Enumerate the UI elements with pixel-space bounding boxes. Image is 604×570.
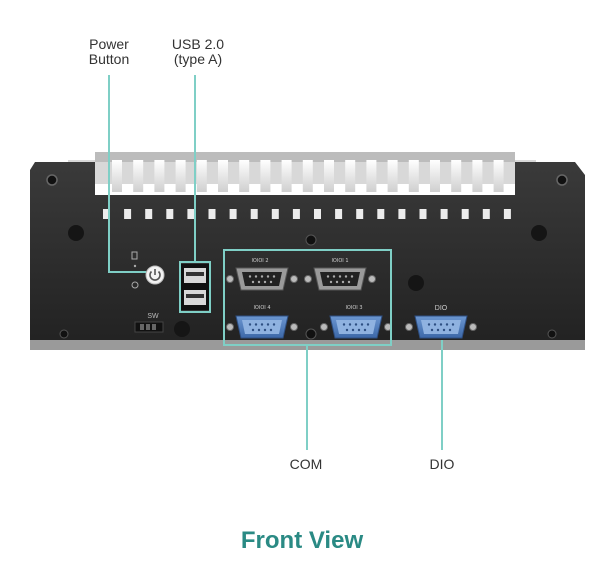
heatsink-fin: [281, 160, 292, 192]
heatsink-fin: [112, 160, 122, 192]
screw-right-mid: [531, 225, 547, 241]
vent-slot: [377, 209, 385, 219]
vent-slot: [356, 209, 364, 219]
page-caption: Front View: [240, 527, 364, 554]
vent-slot: [166, 209, 174, 219]
callout-power: [108, 75, 146, 273]
sw-label: SW: [147, 313, 159, 320]
vent-slot: [187, 209, 195, 219]
usb-ports[interactable]: [179, 262, 211, 312]
front-panel-diagram: SW IOIOI 2 IOIOI 1 IOIOI 4 IOIOI 3 DIO: [30, 75, 585, 450]
sw-switch[interactable]: [134, 321, 164, 333]
gray-db9-connectors: [226, 267, 376, 291]
heatsink-fins: [112, 160, 504, 192]
screw-bottom-left: [59, 329, 69, 339]
chassis-body: [30, 162, 585, 345]
power-button[interactable]: [145, 265, 165, 285]
heatsink-fin: [175, 160, 186, 192]
screw-bottom-right: [547, 329, 557, 339]
vent-slot: [250, 209, 258, 219]
vent-slot: [292, 209, 300, 219]
com-ports[interactable]: IOIOI 2 IOIOI 1 IOIOI 4 IOIOI 3: [251, 258, 362, 311]
screw-top-left: [46, 174, 58, 186]
power-button-label-line1: Power: [89, 36, 129, 52]
db9-connector-blue[interactable]: [405, 315, 477, 339]
heatsink-fin: [324, 160, 334, 192]
vent-slot: [124, 209, 132, 219]
db9-connector-blue[interactable]: [320, 315, 392, 339]
vent-slot: [482, 209, 490, 219]
vent-slot: [103, 209, 110, 219]
chassis-screws: [46, 174, 568, 340]
screw-panel-top: [305, 234, 317, 246]
screw-antenna: [408, 275, 424, 291]
callout-usb: [179, 75, 211, 313]
heatsink-fin: [345, 160, 356, 192]
screw-left-mid: [68, 225, 84, 241]
screw-top-right: [556, 174, 568, 186]
power-button-label: Power Button: [78, 37, 140, 67]
heatsink-fin: [430, 160, 440, 192]
db9-connector-blue[interactable]: [226, 315, 298, 339]
vent-slot: [229, 209, 237, 219]
vent-slot: [503, 209, 511, 219]
vent-slot: [335, 209, 343, 219]
heatsink-fin: [493, 160, 504, 192]
dio-label: DIO: [429, 456, 455, 472]
com2-label: IOIOI 2: [251, 258, 268, 264]
vent-slot: [271, 209, 279, 219]
heatsink-fin: [302, 160, 313, 192]
heatsink-fin: [387, 160, 398, 192]
power-icon: [149, 270, 161, 281]
heatsink-fin: [408, 160, 419, 192]
screw-panel-bottom: [305, 328, 317, 340]
usb-label: USB 2.0 (type A): [162, 37, 234, 67]
db9-connector-gray[interactable]: [226, 267, 298, 291]
screw-antenna-right: [174, 321, 190, 337]
vent-slot: [145, 209, 153, 219]
heatsink-fin: [133, 160, 144, 192]
heatsink-fin: [260, 160, 271, 192]
heatsink-fin: [154, 160, 165, 192]
com-label: COM: [289, 456, 323, 472]
vent-slot: [398, 209, 406, 219]
heatsink-fin: [218, 160, 228, 192]
vent-slots: [103, 209, 511, 219]
blue-db9-connectors: [226, 315, 477, 339]
com3-label: IOIOI 3: [345, 305, 362, 311]
db9-connector-gray[interactable]: [304, 267, 376, 291]
com4-label: IOIOI 4: [253, 305, 270, 311]
heatsink-fin: [472, 160, 483, 192]
vent-slot: [314, 209, 321, 219]
vent-slot: [461, 209, 469, 219]
callout-lines: [108, 75, 443, 450]
vent-slot: [208, 209, 216, 219]
usb-label-line1: USB 2.0: [171, 36, 225, 52]
usb-label-line2: (type A): [173, 51, 223, 67]
heatsink-fin: [196, 160, 207, 192]
power-button-label-line2: Button: [88, 51, 130, 67]
vent-slot: [419, 209, 427, 219]
heatsink-fin: [451, 160, 462, 192]
com1-label: IOIOI 1: [331, 258, 348, 264]
heatsink-fin: [239, 160, 250, 192]
vent-slot: [440, 209, 448, 219]
dio-panel-label: DIO: [435, 305, 448, 312]
status-led-icons: [131, 251, 139, 289]
heatsink-fin: [366, 160, 377, 192]
